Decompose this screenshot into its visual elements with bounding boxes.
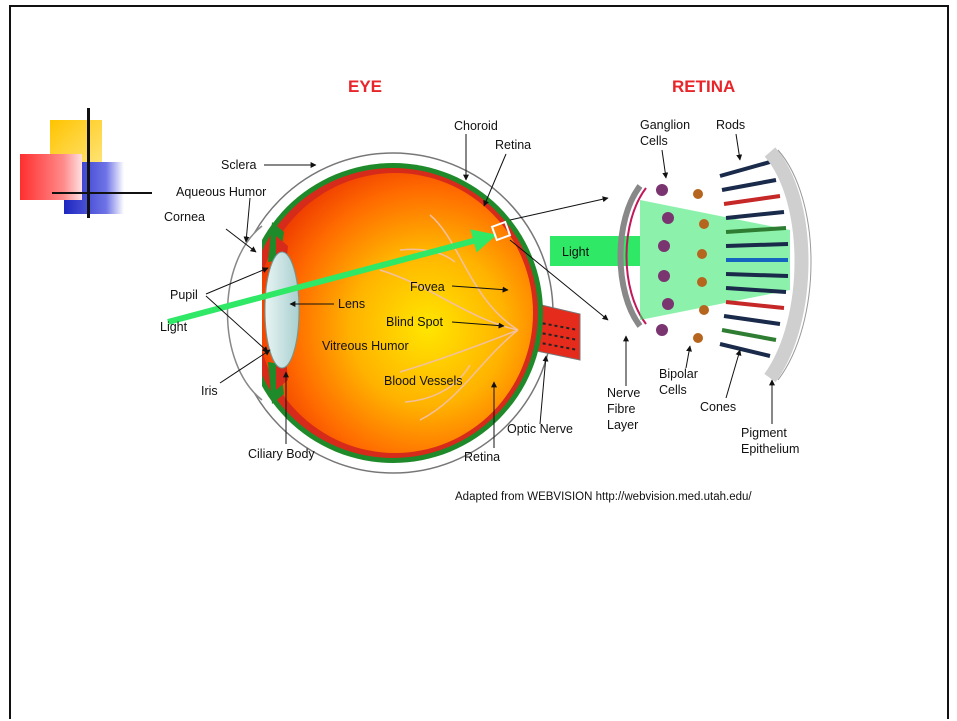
label-bipolar-1: Bipolar: [659, 367, 698, 381]
label-ganglion-1: Ganglion: [640, 118, 690, 132]
cornea-shape: [228, 226, 263, 400]
lens-shape: [265, 252, 299, 368]
label-rods: Rods: [716, 118, 745, 132]
label-nerve-1: Nerve: [607, 386, 640, 400]
source-credit: Adapted from WEBVISION http://webvision.…: [455, 491, 752, 503]
label-choroid: Choroid: [454, 119, 498, 133]
label-blind-spot: Blind Spot: [386, 315, 444, 329]
label-vitreous-humor: Vitreous Humor: [322, 339, 409, 353]
label-ciliary-body: Ciliary Body: [248, 447, 315, 461]
label-blood-vessels: Blood Vessels: [384, 374, 463, 388]
label-retina-bottom: Retina: [464, 450, 500, 464]
label-cornea: Cornea: [164, 210, 205, 224]
label-bipolar-2: Cells: [659, 383, 687, 397]
label-retina-top: Retina: [495, 138, 531, 152]
label-pigment-1: Pigment: [741, 426, 787, 440]
label-sclera: Sclera: [221, 158, 256, 172]
label-nerve-3: Layer: [607, 418, 638, 432]
label-lens: Lens: [338, 297, 365, 311]
retina-detail: [550, 150, 811, 380]
label-optic-nerve: Optic Nerve: [507, 422, 573, 436]
retina-title: RETINA: [672, 77, 735, 96]
label-nerve-2: Fibre: [607, 402, 636, 416]
label-iris: Iris: [201, 384, 218, 398]
label-fovea: Fovea: [410, 280, 445, 294]
label-light-retina: Light: [562, 245, 590, 259]
eye-title: EYE: [348, 77, 382, 96]
label-cones: Cones: [700, 400, 736, 414]
label-pigment-2: Epithelium: [741, 442, 799, 456]
label-pupil: Pupil: [170, 288, 198, 302]
rods-and-cones: [720, 162, 788, 356]
label-ganglion-2: Cells: [640, 134, 668, 148]
label-aqueous-humor: Aqueous Humor: [176, 185, 266, 199]
label-light-eye: Light: [160, 320, 188, 334]
